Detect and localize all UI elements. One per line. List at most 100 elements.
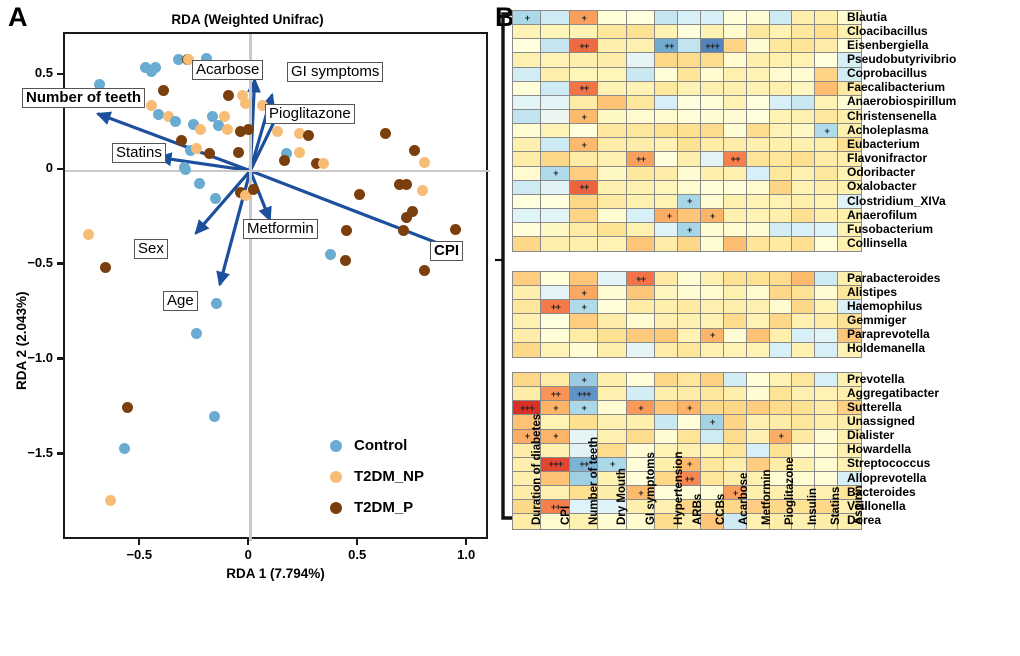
heatmap-cell: [654, 109, 685, 125]
taxon-label: Holdemanella: [847, 341, 926, 356]
column-label-clinical: Number of teeth: [588, 436, 600, 525]
significance-marker: +: [581, 287, 587, 298]
heatmap-cell: [597, 499, 628, 516]
heatmap-cell: [814, 285, 839, 301]
heatmap-cell: [723, 38, 748, 55]
heatmap-cell: [837, 285, 862, 301]
scatter-point: [293, 128, 305, 140]
heatmap-cell: [700, 372, 725, 388]
x-axis-tick-label: 0: [244, 547, 252, 562]
horizontal-zero-gridline: [65, 169, 490, 173]
heatmap-cell: [512, 38, 543, 55]
heatmap-cell: [654, 499, 685, 516]
heatmap-grid-medication: +: [677, 271, 863, 358]
heatmap-cell: [837, 236, 862, 253]
heatmap-cell: [625, 194, 656, 210]
heatmap-cell: [597, 400, 628, 417]
heatmap-cell: [569, 513, 599, 530]
heatmap-cell: [723, 499, 748, 516]
scatter-point: [210, 298, 222, 310]
column-label-medication: Acarbose: [738, 472, 751, 525]
significance-marker: +++: [576, 388, 592, 399]
heatmap-cell: [677, 10, 702, 26]
heatmap-cell: [723, 95, 748, 111]
heatmap-cell: [677, 208, 702, 224]
heatmap-cell: [814, 10, 839, 26]
heatmap-cell: [723, 222, 748, 238]
heatmap-cell: [791, 165, 817, 182]
heatmap-cell: [791, 222, 817, 238]
column-label-medication: ARBs: [692, 493, 705, 525]
heatmap-cell: [569, 485, 599, 501]
significance-marker: +: [581, 139, 587, 150]
heatmap-cell: [814, 81, 839, 97]
heatmap-cell: [569, 95, 599, 111]
heatmap-cell: [512, 414, 543, 431]
heatmap-cell: [745, 179, 771, 196]
heatmap-cell: [723, 342, 748, 358]
heatmap-cell: [597, 24, 628, 40]
heatmap-cell: [700, 123, 725, 139]
heatmap-cell: [569, 151, 599, 168]
scatter-point: [145, 99, 157, 111]
heatmap-cell: [540, 10, 571, 26]
heatmap-cell: [540, 66, 571, 83]
scatter-point: [201, 53, 213, 65]
heatmap-cell: [677, 66, 702, 83]
heatmap-cell: [540, 52, 571, 69]
heatmap-cell: [512, 95, 543, 111]
y-axis-tick: [57, 167, 63, 170]
heatmap-cell: [723, 299, 748, 316]
heatmap-cell: [837, 342, 862, 358]
heatmap-cell: [512, 109, 543, 125]
heatmap-cell: [814, 38, 839, 55]
heatmap-cell: +: [569, 285, 599, 301]
heatmap-cell: [700, 52, 725, 69]
heatmap-cell: +: [569, 299, 599, 316]
heatmap-cell: [837, 457, 862, 473]
heatmap-cell: [625, 443, 656, 459]
heatmap-cell: [768, 38, 794, 55]
heatmap-cell: [512, 52, 543, 69]
heatmap-cell: [791, 485, 817, 501]
heatmap-cell: [768, 151, 794, 168]
scatter-point: [83, 228, 95, 240]
heatmap-cell: [837, 299, 862, 316]
taxon-label: Faecalibacterium: [847, 80, 946, 95]
heatmap-cell: [768, 313, 794, 330]
heatmap-cell: [597, 10, 628, 26]
heatmap-cell: [768, 471, 794, 487]
taxon-label: Dialister: [847, 428, 895, 443]
heatmap-cell: [597, 208, 628, 224]
heatmap-cell: [512, 313, 543, 330]
heatmap-cell: [768, 485, 794, 501]
significance-marker: +: [778, 431, 784, 442]
scatter-point: [416, 185, 428, 197]
heatmap-cell: [745, 327, 771, 344]
heatmap-cell: [597, 95, 628, 111]
significance-marker: +: [687, 196, 692, 207]
heatmap-cell: [625, 471, 656, 487]
heatmap-cell: [654, 327, 685, 344]
heatmap-cell: [791, 428, 817, 445]
heatmap-cell: [723, 179, 748, 196]
heatmap-cell: [540, 109, 571, 125]
taxon-label: Haemophilus: [847, 298, 923, 313]
column-label-medication: Aspirin: [852, 485, 865, 525]
y-axis-tick: [57, 72, 63, 75]
scatter-point: [242, 124, 254, 136]
heatmap-cell: [814, 327, 839, 344]
scatter-point: [172, 54, 184, 66]
heatmap-cell: [745, 52, 771, 69]
scatter-point: [240, 189, 252, 201]
heatmap-cell: [791, 236, 817, 253]
heatmap-cell: [654, 52, 685, 69]
scatter-point: [232, 147, 244, 159]
heatmap-cell: +: [569, 109, 599, 125]
heatmap-cell: [837, 513, 862, 530]
heatmap-cell: [569, 52, 599, 69]
heatmap-cell: [745, 386, 771, 402]
heatmap-cell: [569, 236, 599, 253]
x-axis-tick: [247, 539, 250, 545]
heatmap-cell: [837, 151, 862, 168]
